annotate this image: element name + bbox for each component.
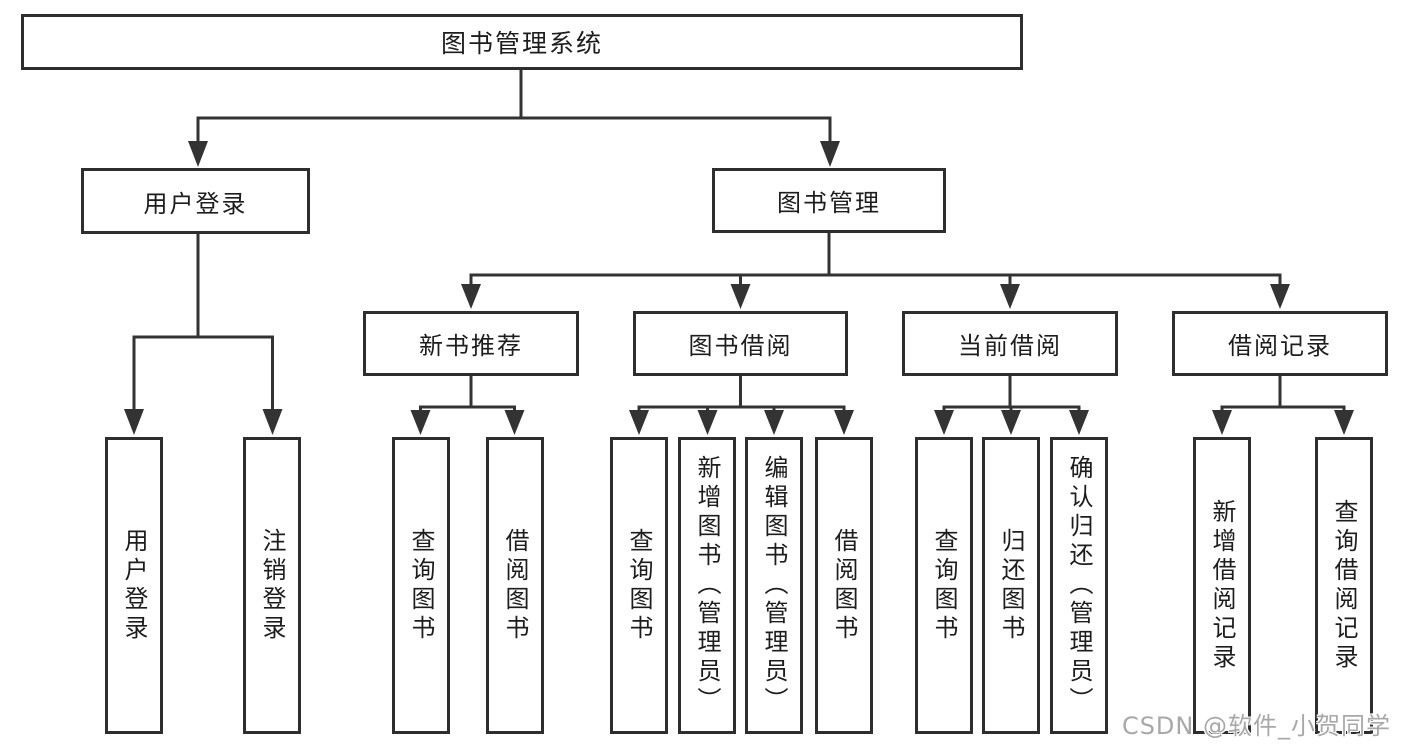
leaf-query-books-1: 查询图书 [392,437,450,734]
arrowhead [504,410,525,435]
node-user-login-label: 用户登录 [143,189,248,218]
node-root-label: 图书管理系统 [440,29,603,58]
node-new-book-recommend: 新书推荐 [363,311,579,376]
node-current-borrowing-label: 当前借阅 [958,332,1062,360]
arrowhead [820,141,840,167]
connector-book-borrow-bracket [637,376,846,412]
leaf-add-book-admin: 新增图书（管理员） [678,437,736,734]
leaf-logout-label: 注销登录 [258,527,286,644]
arrowhead [188,141,208,167]
leaf-borrow-books-2: 借阅图书 [815,437,873,734]
leaf-return-books: 归还图书 [982,437,1040,734]
leaf-confirm-return-admin: 确认归还（管理员） [1050,437,1108,734]
arrowhead [629,410,649,435]
leaf-confirm-return-admin-label: 确认归还（管理员） [1065,455,1093,716]
leaf-add-book-admin-label: 新增图书（管理员） [693,455,721,716]
arrowhead [1000,284,1020,309]
leaf-user-login: 用户登录 [105,437,163,734]
leaf-user-login-label: 用户登录 [120,527,148,644]
arrowhead [124,409,144,435]
leaf-edit-book-admin: 编辑图书（管理员） [745,437,803,734]
node-root: 图书管理系统 [21,14,1023,70]
node-new-book-recommend-label: 新书推荐 [419,332,523,360]
arrowhead [730,284,751,309]
arrowhead [764,410,784,435]
leaf-add-borrow-record: 新增借阅记录 [1193,437,1251,734]
arrowhead [1001,410,1021,435]
connector-book-mgmt-bracket [469,233,1282,286]
watermark-text: CSDN @软件_小贺同学 [1121,712,1391,740]
arrowhead [697,410,718,435]
leaf-query-books-3-label: 查询图书 [930,527,958,644]
leaf-query-books-3: 查询图书 [915,437,973,734]
node-book-management-label: 图书管理 [777,189,881,217]
leaf-borrow-books-2-label: 借阅图书 [830,527,858,644]
arrowhead [1334,410,1354,435]
leaf-borrow-books-1-label: 借阅图书 [501,527,529,644]
node-borrowing-records: 借阅记录 [1172,311,1388,376]
node-book-borrowing: 图书借阅 [633,311,848,376]
leaf-query-borrow-record-label: 查询借阅记录 [1330,498,1358,673]
leaf-return-books-label: 归还图书 [997,527,1025,644]
arrowhead [461,284,481,309]
connector-level1-bracket [196,116,832,142]
arrowhead [834,410,854,435]
leaf-query-books-2: 查询图书 [610,437,668,734]
leaf-query-borrow-record: 查询借阅记录 [1315,437,1373,734]
leaf-add-borrow-record-label: 新增借阅记录 [1208,498,1236,673]
arrowhead [1270,284,1290,309]
leaf-query-books-2-label: 查询图书 [625,527,653,644]
arrowhead [934,410,954,435]
node-current-borrowing: 当前借阅 [902,311,1118,376]
node-book-management: 图书管理 [712,168,946,233]
arrowhead [262,409,283,435]
arrowhead [1069,410,1089,435]
leaf-edit-book-admin-label: 编辑图书（管理员） [760,455,788,716]
node-borrowing-records-label: 借阅记录 [1228,332,1332,360]
arrowheads [124,141,1354,435]
connector-current-borrow-bracket [942,376,1081,412]
arrowhead [410,410,431,435]
arrowhead [1212,410,1232,435]
connector-new-book-bracket [419,376,516,412]
connector-user-login-bracket [132,234,274,411]
leaf-borrow-books-1: 借阅图书 [486,437,544,734]
node-user-login: 用户登录 [81,168,310,234]
node-book-borrowing-label: 图书借阅 [688,332,793,360]
leaf-logout: 注销登录 [243,437,301,734]
connector-records-bracket [1220,376,1346,412]
leaf-query-books-1-label: 查询图书 [407,527,435,644]
